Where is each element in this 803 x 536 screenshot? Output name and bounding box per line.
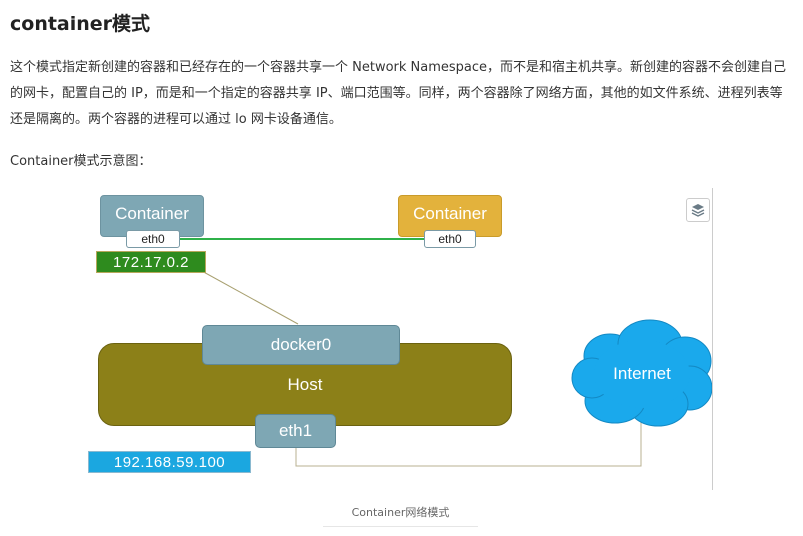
internet-label: Internet	[613, 364, 671, 383]
container-right-eth0: eth0	[424, 230, 476, 248]
layers-button[interactable]	[686, 198, 710, 222]
container-right-label: Container	[413, 204, 487, 223]
ip-to-docker0-link	[199, 269, 299, 325]
eth1-to-internet-link	[295, 420, 642, 467]
host-ip: 192.168.59.100	[88, 451, 251, 473]
article-title: container模式	[10, 13, 151, 35]
container-right: Container	[398, 195, 502, 237]
docker0-bridge: docker0	[202, 325, 400, 365]
host-eth1: eth1	[255, 414, 336, 448]
article-paragraph: 这个模式指定新创建的容器和已经存在的一个容器共享一个 Network Names…	[10, 60, 787, 127]
viewer-divider	[712, 188, 713, 490]
internet-cloud	[571, 319, 713, 427]
host-label: Host	[287, 374, 323, 394]
layers-icon	[691, 204, 705, 217]
container-left-eth0: eth0	[126, 230, 180, 248]
container-ip: 172.17.0.2	[96, 251, 206, 273]
diagram-label: Container模式示意图：	[10, 154, 152, 169]
container-left-label: Container	[115, 204, 189, 223]
figure-caption: Container网络模式	[323, 504, 478, 527]
